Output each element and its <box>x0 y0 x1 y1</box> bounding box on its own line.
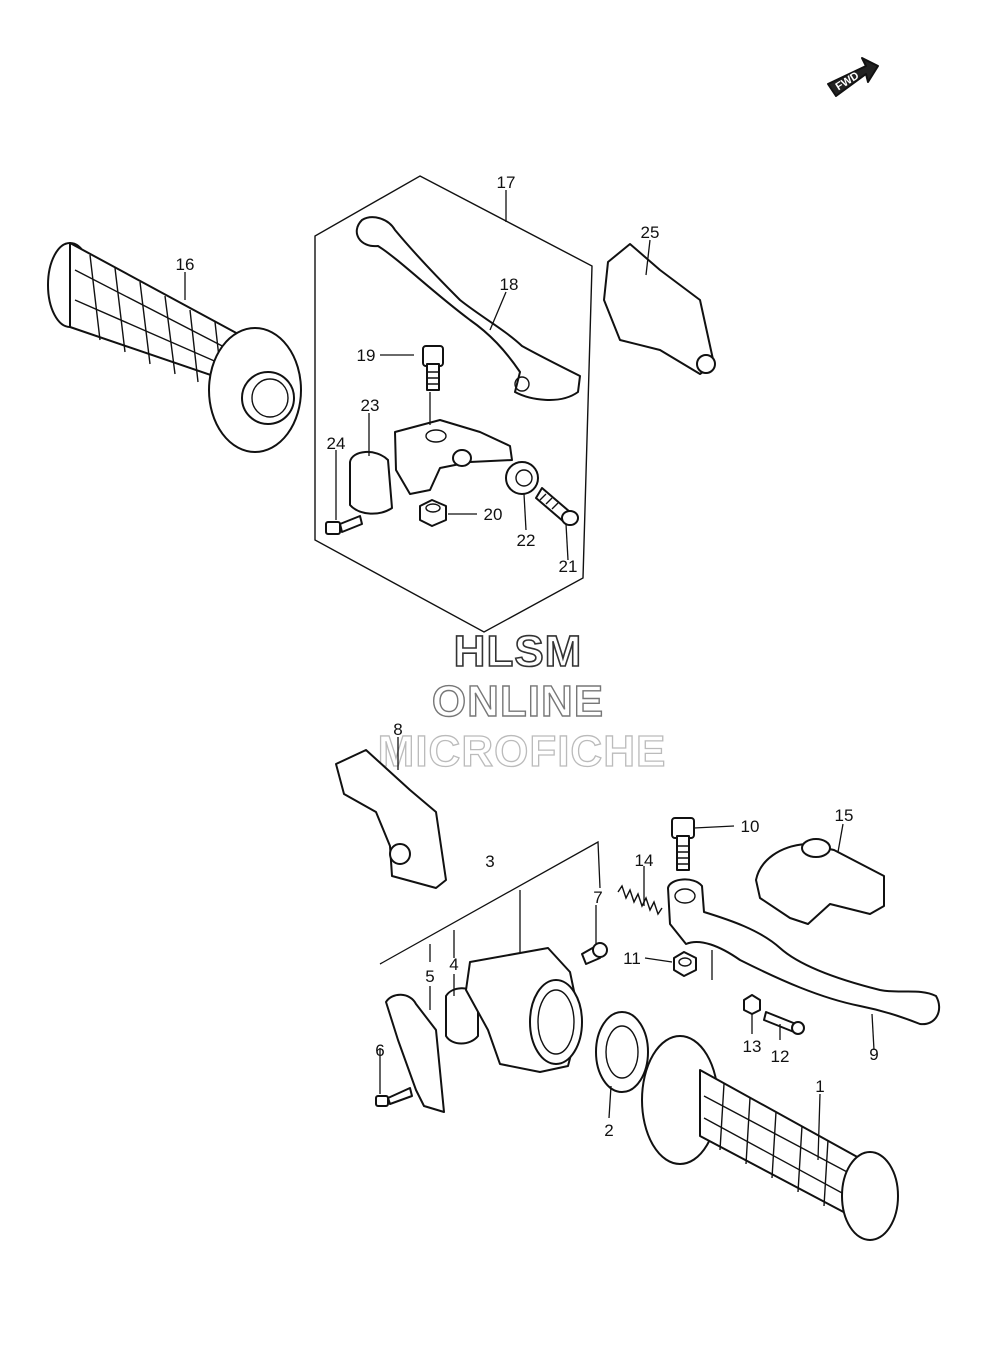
cover-screw-drawing <box>375 1087 413 1107</box>
label-14: 14 <box>635 851 654 870</box>
label-20: 20 <box>484 505 503 524</box>
lever-cover-drawing <box>603 243 716 375</box>
throttle-housing-drawing <box>465 947 583 1073</box>
label-6: 6 <box>375 1041 384 1060</box>
label-13: 13 <box>743 1037 762 1056</box>
label-22: 22 <box>517 531 536 550</box>
grip-right-drawing <box>641 1035 899 1241</box>
label-4: 4 <box>449 955 458 974</box>
label-12: 12 <box>771 1047 790 1066</box>
adjuster-nut-drawing <box>743 994 761 1015</box>
label-15: 15 <box>835 806 854 825</box>
watermark-line-3: MICROFICHE <box>378 727 667 776</box>
label-17: 17 <box>497 173 516 192</box>
housing-cover-drawing <box>385 993 445 1113</box>
adjuster-bolt-drawing <box>763 1011 805 1035</box>
lower-pivot-bolt-drawing <box>671 817 695 871</box>
throttle-collar-drawing <box>595 1011 649 1093</box>
assembly-group-frame <box>314 175 593 633</box>
label-9: 9 <box>869 1045 878 1064</box>
label-24: 24 <box>327 434 346 453</box>
pivot-bolt-drawing <box>422 345 444 391</box>
label-18: 18 <box>500 275 519 294</box>
clamp-drawing <box>349 451 393 515</box>
brake-lever-drawing <box>355 216 581 401</box>
clutch-lever-drawing <box>667 878 941 1026</box>
watermark-line-2: ONLINE <box>432 677 604 726</box>
adjuster-wheel-drawing <box>505 461 539 495</box>
part-labels: 1 2 3 4 5 6 7 8 9 10 11 12 13 14 15 16 1… <box>176 173 879 1140</box>
label-11: 11 <box>623 949 641 968</box>
lever-nut-drawing <box>673 951 697 977</box>
leader-lines <box>184 190 875 1161</box>
label-7: 7 <box>593 888 602 907</box>
adjuster-screw-drawing <box>535 487 579 526</box>
lever-holder-drawing <box>394 419 513 495</box>
nut-drawing <box>419 499 447 527</box>
housing-screw-drawing <box>581 942 608 965</box>
clutch-lever-cover-drawing <box>755 838 885 925</box>
group-3-bracket <box>379 840 601 968</box>
fwd-arrow-icon: FWD <box>827 57 879 97</box>
label-5: 5 <box>425 967 434 986</box>
label-1: 1 <box>815 1077 824 1096</box>
label-19: 19 <box>357 346 376 365</box>
housing-half-drawing <box>445 987 479 1045</box>
spring-drawing <box>617 884 663 916</box>
throttle-tube-drawing <box>335 749 447 889</box>
label-10: 10 <box>741 817 760 836</box>
label-23: 23 <box>361 396 380 415</box>
label-8: 8 <box>393 720 402 739</box>
label-21: 21 <box>559 557 578 576</box>
watermark-line-1: HLSM <box>454 627 583 676</box>
label-25: 25 <box>641 223 660 242</box>
label-2: 2 <box>604 1121 613 1140</box>
label-3: 3 <box>485 852 494 871</box>
grip-left-drawing <box>47 242 302 453</box>
clamp-bolt-drawing <box>325 515 363 535</box>
label-16: 16 <box>176 255 195 274</box>
